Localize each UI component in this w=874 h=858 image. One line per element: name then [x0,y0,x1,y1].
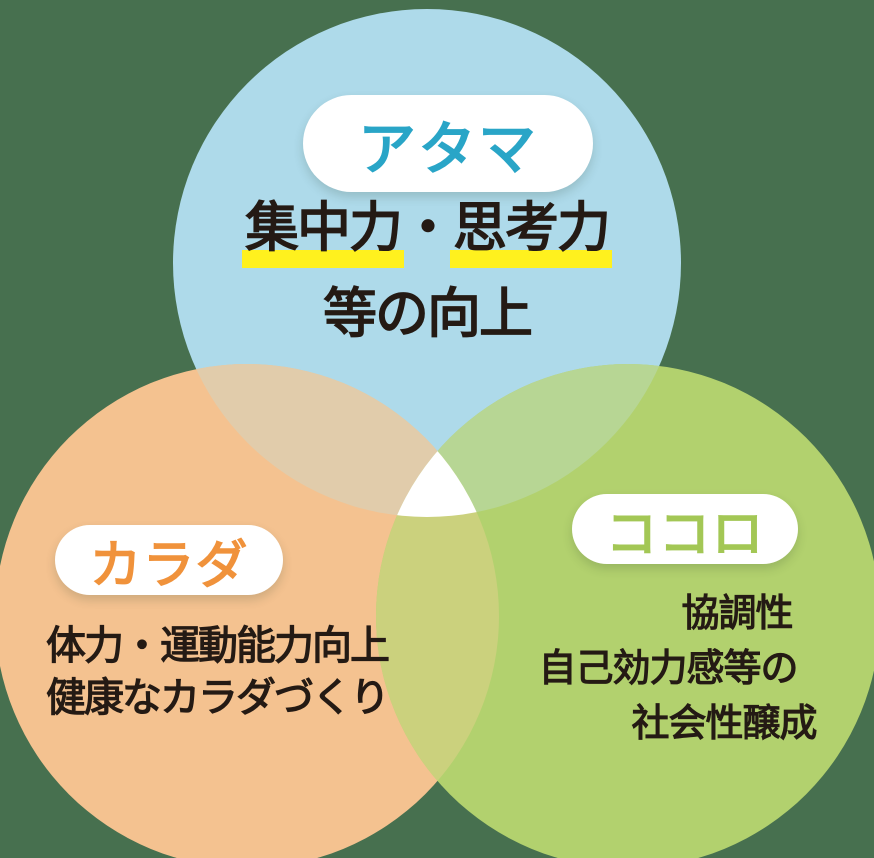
karada-benefit-line-2: 健康なカラダづくり [46,675,390,721]
label-text-kokoro: ココロ [605,504,765,565]
label-pill-karada: カラダ [55,525,283,596]
overlap-atama-kokoro [376,364,681,517]
atama-benefit-line-2: 等の向上 [323,282,533,345]
label-pill-kokoro: ココロ [572,494,798,565]
overlap-atama-karada [173,364,499,517]
karada-benefit-lines: 体力・運動能力向上 健康なカラダづくり [46,620,390,724]
atama-benefit-line-1: 集中力・思考力 [245,196,611,259]
highlighted-word-thinking: 思考力 [453,196,611,259]
label-pill-atama: アタマ [303,95,593,192]
separator-dot: ・ [401,196,455,259]
kokoro-benefit-line-1: 協調性 [681,591,793,635]
kokoro-benefit-line-3: 社会性醸成 [631,701,817,745]
karada-benefit-line-1: 体力・運動能力向上 [46,623,390,669]
highlighted-word-concentration: 集中力 [245,196,403,259]
label-text-atama: アタマ [357,114,538,183]
label-text-karada: カラダ [89,535,249,596]
kokoro-benefit-line-2: 自己効力感等の [538,646,798,690]
